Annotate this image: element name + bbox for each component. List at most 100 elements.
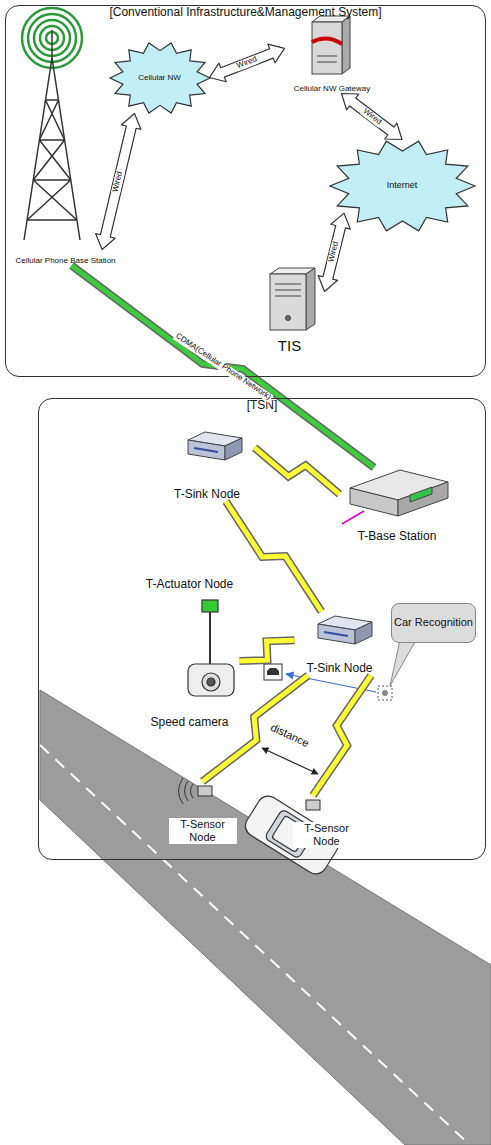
- wireless-link: [313, 676, 371, 796]
- tower-label-box: Cellular Phone Base Station: [5, 250, 127, 266]
- wired-link: [96, 114, 141, 250]
- actuator-camera: T-Actuator NodeSpeed camera: [140, 578, 240, 730]
- node-label: Cellular NW: [138, 73, 181, 82]
- gateway-server-icon: [312, 22, 342, 74]
- tower-icon: [28, 14, 76, 62]
- node-label: TIS: [278, 337, 301, 354]
- base-station-device-icon: [398, 482, 448, 516]
- connector-path: [72, 266, 374, 468]
- connector-path: [226, 502, 322, 612]
- tower-icon: [24, 58, 52, 240]
- tower-icon: [22, 8, 82, 240]
- sink-node-icon: [355, 622, 372, 644]
- panel-title: [Conventional Infrastructure&Management …: [109, 6, 381, 20]
- node-label: Internet: [387, 180, 418, 190]
- gateway-server-icon: [312, 16, 350, 74]
- tower-icon: [51, 30, 53, 58]
- link-label: Wired: [235, 55, 260, 71]
- node-label: T-Sink Node: [306, 662, 372, 676]
- sink-node: T-Sink Node: [160, 425, 255, 502]
- cdma-link: [72, 266, 374, 468]
- wired-link: [210, 44, 285, 82]
- sink-node-icon: [318, 624, 355, 644]
- node-label: T-Sensor Node: [293, 822, 361, 847]
- connector-path: [313, 676, 371, 796]
- node-label: Cellular Phone Base Station: [15, 256, 115, 265]
- base-station-device-icon: [410, 487, 432, 502]
- internet-cloud: Internet: [330, 140, 475, 232]
- wired-link: [318, 213, 350, 291]
- link-label: Wired: [111, 169, 125, 193]
- connector-path: [226, 502, 322, 612]
- car-recognition-marks: [382, 690, 388, 696]
- distance-arrow: [262, 748, 318, 774]
- sink-node-icon: [324, 632, 348, 636]
- node-label: Cellular NW Gateway: [294, 84, 370, 93]
- link-label: Wired: [327, 240, 341, 264]
- tis-server-icon: [275, 284, 301, 285]
- wireless-link: [255, 448, 340, 495]
- connector-path: [72, 266, 374, 468]
- panel-title: [TSN]: [247, 399, 278, 413]
- tis-server-icon: [270, 274, 306, 330]
- connector-path: [240, 640, 295, 661]
- speed-camera-icon: [188, 600, 234, 696]
- tower-icon: [52, 58, 80, 240]
- sink-node-icon: [225, 438, 242, 460]
- node-label: Speed camera: [150, 716, 228, 730]
- node-label: T-Sink Node: [174, 488, 240, 502]
- sensor-icon: [179, 778, 321, 810]
- speed-camera-icon: [188, 664, 234, 696]
- sink-node-icon: [194, 448, 218, 452]
- sink-node-icon: [318, 616, 372, 644]
- base-station-device: T-Base Station: [340, 468, 455, 544]
- cloud-outline: [110, 42, 210, 112]
- wireless-link: [240, 640, 295, 661]
- base-station-device-icon: [342, 470, 448, 524]
- base-station-device-icon: [342, 511, 364, 524]
- car-recognition-marks: [390, 640, 416, 686]
- connector-path: [255, 448, 340, 495]
- speed-camera-icon: [207, 678, 215, 686]
- distance-arrow: [262, 748, 318, 774]
- tis-server-icon: [275, 290, 301, 291]
- tis-server-icon: [306, 268, 315, 330]
- node-label: T-Sensor Node: [169, 818, 237, 843]
- car-recognition-marks: [264, 664, 282, 680]
- sensor-icon: [198, 786, 212, 796]
- speed-camera-icon: [202, 673, 220, 691]
- tis-server-icon: [270, 268, 315, 330]
- tis-server: TIS: [255, 265, 325, 355]
- node-label: T-Actuator Node: [146, 578, 233, 592]
- speed-camera-icon: [209, 610, 211, 665]
- link-label: Wired: [360, 106, 384, 127]
- callout-bubble: Car Recognition: [391, 603, 476, 643]
- wired-link: [342, 94, 403, 140]
- gateway-server-icon: [312, 38, 342, 44]
- gateway-server-icon: [317, 56, 337, 57]
- road: [40, 690, 491, 1145]
- sensor-icon: [306, 800, 320, 810]
- connector-path: [210, 44, 285, 82]
- gateway-server-icon: [342, 16, 350, 74]
- car-recognition-marks: [378, 686, 392, 700]
- tsn-panel: T-Base StationT-Sink NodeT-Actuator Node…: [38, 398, 486, 860]
- distance-label: distance: [268, 720, 312, 749]
- network-cloud: Cellular NW: [110, 42, 210, 114]
- sensor-node: T-Sensor Node: [293, 796, 361, 848]
- road: [40, 690, 491, 1145]
- link-label: CDMA(Cellular Phone Network): [173, 331, 273, 402]
- tis-server-icon: [286, 316, 291, 321]
- gateway-server: Cellular NW Gateway: [285, 12, 380, 94]
- node-label: T-Base Station: [358, 530, 437, 544]
- wireless-link: [226, 502, 322, 612]
- connector-path: [342, 94, 403, 140]
- tower-icon: [27, 100, 77, 220]
- car-recognition-marks: [267, 668, 279, 675]
- sensor-icon: [179, 778, 194, 804]
- connector-path: [96, 114, 141, 250]
- connector-path: [313, 676, 371, 796]
- node-label: Car Recognition: [394, 616, 473, 629]
